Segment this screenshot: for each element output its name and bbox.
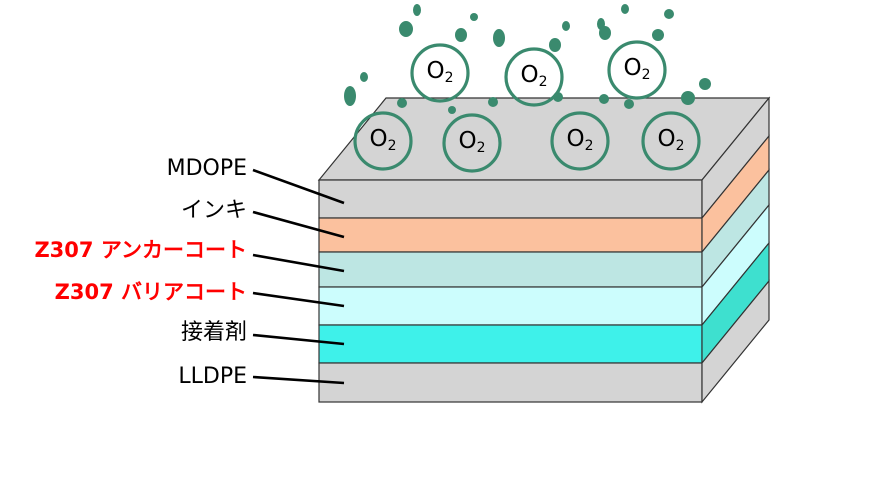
o2-ring-7 (641, 111, 701, 171)
layer-front-2 (318, 217, 703, 253)
o2-ring-2 (504, 47, 564, 107)
o2-ring-6 (550, 111, 610, 171)
o2-label-4: O2 (353, 126, 413, 154)
o2-subscript: 2 (584, 138, 594, 154)
layer-front-3 (318, 251, 703, 288)
leader-line-2 (252, 210, 345, 239)
o2-symbol: O (566, 126, 585, 152)
droplet-19 (699, 78, 711, 90)
o2-label-5: O2 (442, 128, 502, 156)
droplet-18 (624, 99, 634, 109)
droplet-4 (470, 13, 478, 21)
droplet-20 (681, 91, 695, 105)
leader-line-4 (252, 291, 345, 308)
o2-symbol: O (520, 62, 539, 88)
o2-symbol: O (458, 128, 477, 154)
layer-side-6 (701, 279, 770, 404)
leader-line-5 (252, 333, 345, 346)
o2-label-7: O2 (641, 126, 701, 154)
droplet-12 (621, 4, 629, 14)
o2-symbol: O (426, 58, 445, 84)
layer-label-3: Z307 アンカーコート (34, 238, 247, 262)
o2-subscript: 2 (387, 138, 397, 154)
droplet-2 (399, 21, 413, 37)
o2-label-1: O2 (410, 58, 470, 86)
o2-symbol: O (623, 55, 642, 81)
o2-ring-3 (607, 40, 667, 100)
o2-subscript: 2 (444, 70, 454, 86)
droplet-14 (360, 72, 368, 82)
droplet-6 (549, 38, 561, 52)
leader-line-6 (252, 375, 345, 385)
droplet-5 (493, 29, 505, 47)
layer-label-1: MDOPE (166, 156, 247, 181)
layer-front-1 (318, 179, 703, 219)
droplet-7 (562, 21, 570, 31)
layer-front-4 (318, 286, 703, 326)
leader-line-1 (252, 168, 345, 205)
o2-symbol: O (369, 126, 388, 152)
droplet-3 (455, 28, 467, 42)
droplet-9 (599, 26, 611, 40)
o2-subscript: 2 (538, 74, 548, 90)
o2-subscript: 2 (476, 140, 486, 156)
o2-ring-5 (442, 113, 502, 173)
o2-label-3: O2 (607, 55, 667, 83)
layer-front-5 (318, 324, 703, 364)
o2-subscript: 2 (641, 67, 651, 83)
o2-subscript: 2 (675, 138, 685, 154)
droplet-17 (599, 94, 609, 104)
layer-label-6: LLDPE (178, 364, 247, 389)
layer-label-5: 接着剤 (180, 320, 247, 345)
layer-front-6 (318, 362, 703, 403)
o2-label-2: O2 (504, 62, 564, 90)
o2-ring-1 (410, 43, 470, 103)
droplet-16 (488, 97, 498, 107)
droplet-13 (344, 86, 356, 106)
droplet-10 (652, 29, 664, 41)
layer-label-2: インキ (180, 198, 247, 223)
droplet-1 (413, 4, 421, 16)
o2-label-6: O2 (550, 126, 610, 154)
o2-symbol: O (657, 126, 676, 152)
droplet-11 (664, 9, 674, 19)
droplet-15 (397, 98, 407, 108)
layer-label-4: Z307 バリアコート (54, 280, 247, 304)
o2-ring-4 (353, 111, 413, 171)
leader-line-3 (252, 253, 345, 273)
droplet-22 (448, 106, 456, 114)
